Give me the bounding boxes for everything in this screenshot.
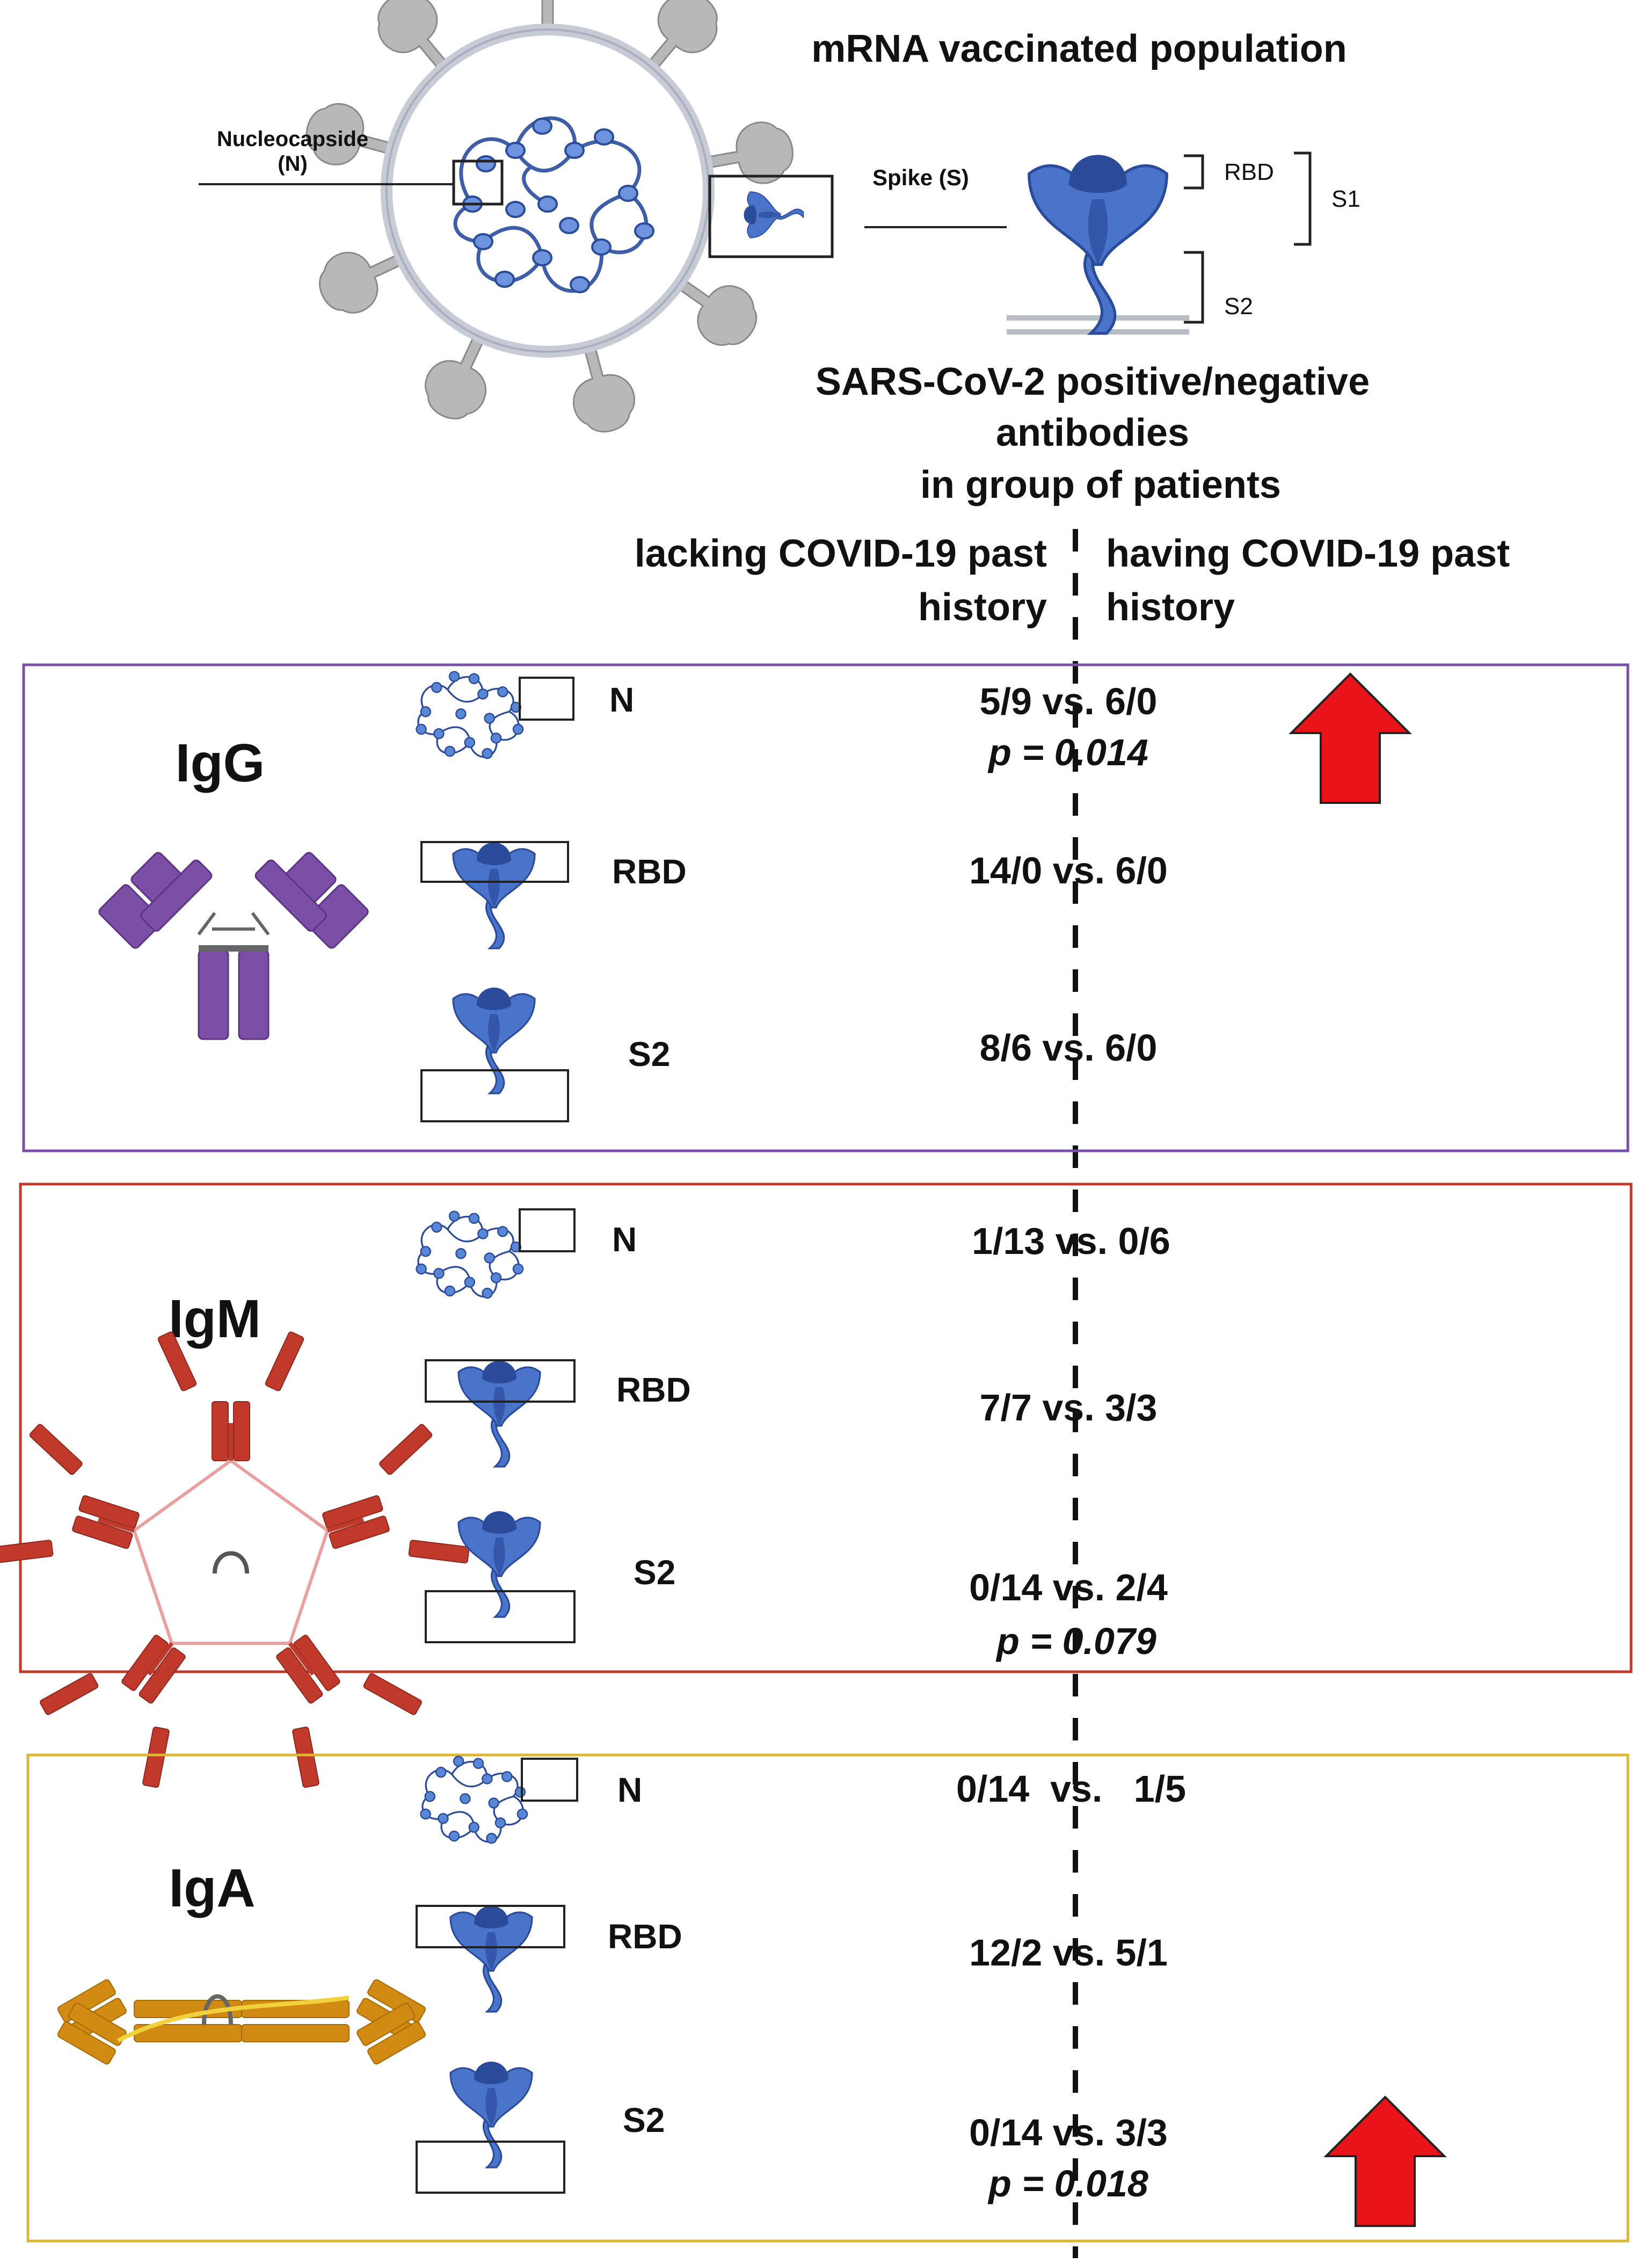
antigen-label: S2 [623,2101,665,2139]
iga-label: IgA [169,1858,255,1918]
s1-label: S1 [1331,186,1360,212]
iga-panel: IgA N 0/14 vs. 1/5 RBD 12/2 vs. 5/1 [26,1753,1629,2243]
iga-antibody-icon [57,1979,426,2065]
result-value: 14/0 vs. 6/0 [969,850,1168,891]
igm-label: IgM [169,1289,261,1349]
s2-bracket [1184,251,1204,324]
igg-antibody-icon [98,852,369,1040]
spike-icon [452,987,536,1094]
antigen-label: N [617,1771,642,1809]
nucleocapside-n-label: (N) [278,152,308,176]
nucleocapsid-icon [415,1210,524,1299]
rbd-highlight-box [416,1905,565,1948]
antigen-label: N [609,680,634,719]
spike-label: Spike (S) [872,165,969,190]
igg-hinge [197,912,270,935]
spike-icon [449,1905,533,2013]
result-value: 1/13 vs. 0/6 [972,1220,1170,1262]
result-value: 8/6 vs. 6/0 [980,1027,1158,1069]
rbd-highlight-box [425,1359,576,1403]
igg-label: IgG [176,733,265,793]
antibodies-title-line3: in group of patients [920,463,1281,506]
igg-row-n: N 5/9 vs. 6/0 p = 0.014 [415,670,1410,804]
s2-highlight-box [416,2141,565,2194]
igm-row-s2: S2 0/14 vs. 2/4 p = 0.079 [425,1510,1168,1662]
antibodies-title-line2: antibodies [996,411,1189,454]
result-value: 5/9 vs. 6/0 [980,680,1158,722]
result-value: 0/14 vs. 1/5 [956,1768,1186,1810]
nucleocapsid-highlight-box [519,1208,576,1252]
iga-row-n: N 0/14 vs. 1/5 [419,1755,1186,1844]
result-value: 0/14 vs. 3/3 [969,2112,1168,2153]
igm-row-n: N 1/13 vs. 0/6 [415,1208,1170,1299]
s2-highlight-box [425,1590,576,1643]
spike-in-box [743,191,804,238]
antigen-label: S2 [634,1553,675,1592]
rbd-highlight-box [420,841,569,883]
s2-highlight-box [420,1069,569,1122]
antigen-label: RBD [608,1917,682,1956]
spike-protein-large [1029,155,1167,333]
igm-frame [19,1183,1633,1673]
virus-spikes [305,0,794,433]
spike-box [708,175,834,258]
nucleocapsid-highlight-box [521,1758,578,1802]
nucleocapsid-icon [415,670,524,759]
result-value: 7/7 vs. 3/3 [980,1387,1158,1428]
igg-frame [22,663,1629,1152]
antigen-label: S2 [628,1035,670,1074]
igm-antibody-icon [0,1331,470,1788]
column-left-line1: lacking COVID-19 past [635,532,1047,575]
up-arrow-icon [1325,2096,1445,2227]
rbd-bracket [1184,154,1204,190]
spike-detail: Spike (S) RBD S1 S2 [864,151,1360,333]
column-right-line1: having COVID-19 past [1106,532,1510,575]
virus-illustration: Nucleocapside (N) [199,0,834,433]
p-value: p = 0.018 [987,2163,1148,2204]
s1-bracket [1294,151,1312,246]
iga-secretory-component [117,1996,350,2043]
antigen-label: RBD [616,1370,691,1409]
header: mRNA vaccinated population SARS-CoV-2 po… [635,27,1510,629]
column-left-line2: history [918,586,1047,629]
igm-row-rbd: RBD 7/7 vs. 3/3 [425,1359,1158,1468]
spike-icon [449,2061,533,2168]
p-value: p = 0.079 [995,1620,1156,1662]
nucleocapsid-box [452,159,504,206]
result-value: 12/2 vs. 5/1 [969,1932,1168,1974]
iga-row-rbd: RBD 12/2 vs. 5/1 [416,1905,1168,2013]
result-value: 0/14 vs. 2/4 [969,1566,1168,1608]
p-value: p = 0.014 [987,731,1148,773]
antigen-label: RBD [612,852,687,891]
iga-row-s2: S2 0/14 vs. 3/3 p = 0.018 [416,2061,1445,2227]
igm-panel: IgM N 1/13 vs. 0/6 [0,1183,1633,1788]
nucleocapside-label: Nucleocapside [217,127,368,151]
up-arrow-icon [1290,673,1410,804]
igg-row-s2: S2 8/6 vs. 6/0 [420,987,1158,1122]
igg-row-rbd: RBD 14/0 vs. 6/0 [420,841,1168,949]
nucleocapsid-highlight-box [519,677,574,721]
rbd-detail-label: RBD [1224,159,1274,185]
nucleocapsid-icon [419,1755,528,1844]
igg-panel: IgG N 5/9 vs. 6/0 p = 0.014 RBD 14/0 vs.… [22,663,1629,1152]
spike-icon [457,1510,541,1618]
s2-detail-label: S2 [1224,293,1253,320]
spike-icon [452,842,536,949]
spike-icon [457,1360,541,1468]
antigen-label: N [612,1220,637,1259]
column-right-line2: history [1106,586,1235,629]
iga-frame [26,1753,1629,2243]
virus-envelope [381,24,715,358]
population-title: mRNA vaccinated population [811,27,1347,70]
antibodies-title-line1: SARS-CoV-2 positive/negative [816,360,1370,403]
